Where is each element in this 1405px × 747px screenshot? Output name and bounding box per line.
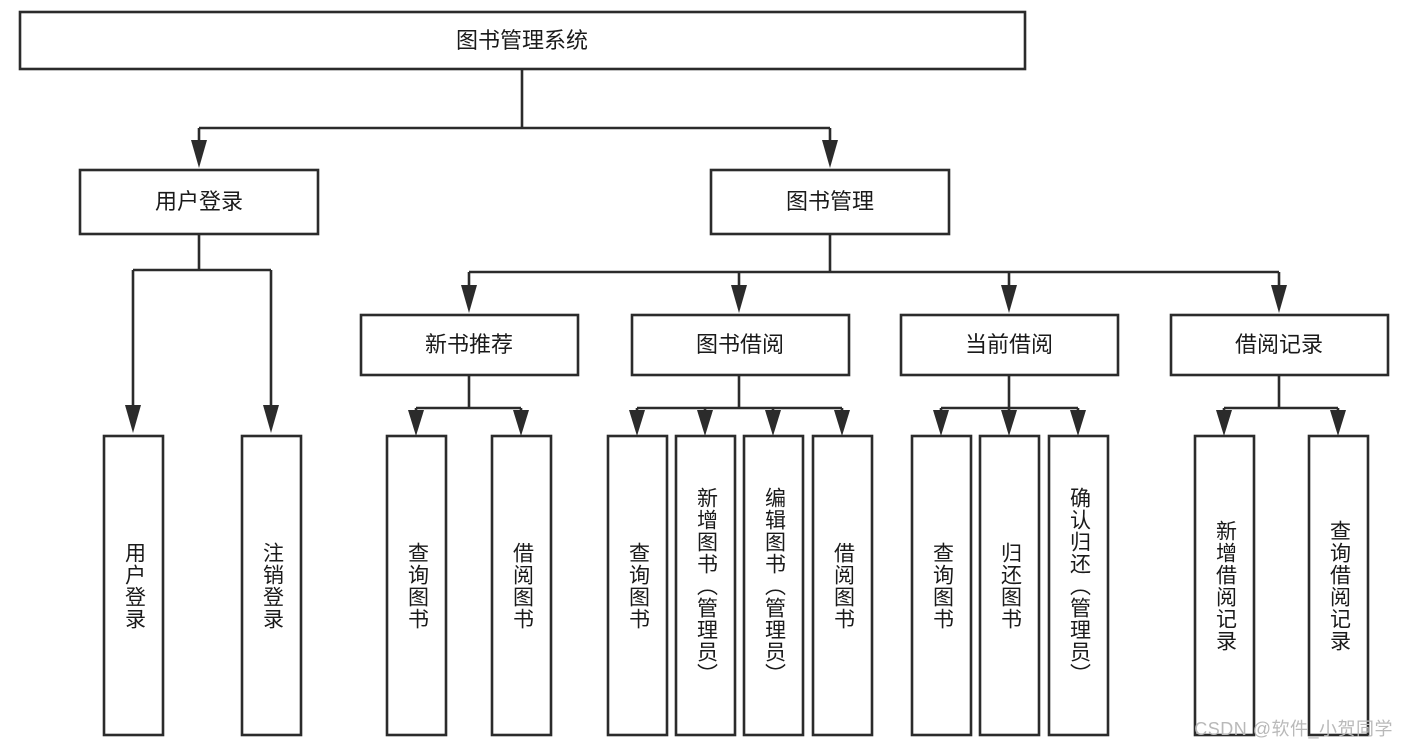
arrowhead-bb-edit — [765, 410, 781, 436]
leaf-rect-br-query-record[interactable] — [1307, 434, 1370, 737]
node-book-borrow-rect[interactable] — [630, 313, 851, 377]
leaf-rect-user-login[interactable] — [102, 434, 165, 737]
leaf-rect-bb-query-book[interactable] — [606, 434, 669, 737]
node-user-login-label: 用户登录 — [155, 189, 243, 214]
leaf-boxes-borrow-record — [1193, 434, 1370, 737]
leaf-rect-cb-confirm-return[interactable] — [1047, 434, 1110, 737]
node-book-borrow-label: 图书借阅 — [696, 332, 784, 357]
node-current-borrow[interactable]: 当前借阅 — [899, 313, 1120, 377]
leaf-rect-bb-borrow-book[interactable] — [811, 434, 874, 737]
leaf-rect-nb-borrow-book[interactable] — [490, 434, 553, 737]
watermark-text: CSDN @软件_小贺同学 — [1194, 719, 1393, 739]
node-borrow-record[interactable]: 借阅记录 — [1169, 313, 1390, 377]
node-borrow-record-rect[interactable] — [1169, 313, 1390, 377]
leaf-rect-logout[interactable] — [240, 434, 303, 737]
node-book-borrow[interactable]: 图书借阅 — [630, 313, 851, 377]
node-root[interactable]: 图书管理系统 — [18, 10, 1027, 71]
node-user-login-rect[interactable] — [78, 168, 320, 236]
node-user-login[interactable]: 用户登录 — [78, 168, 320, 236]
arrowhead-leaf-logout — [263, 405, 279, 433]
node-current-borrow-rect[interactable] — [899, 313, 1120, 377]
leaf-boxes-current-borrow — [910, 434, 1110, 737]
node-root-rect[interactable] — [18, 10, 1027, 71]
arrowhead-bookborrow — [731, 285, 747, 313]
node-book-management-label: 图书管理 — [786, 189, 874, 214]
arrowhead-nb-borrow — [513, 410, 529, 436]
arrowhead-bb-borrow — [834, 410, 850, 436]
arrowhead-br-query — [1330, 410, 1346, 436]
arrowhead-borrowrecord — [1271, 285, 1287, 313]
arrowhead-currentborrow — [1001, 285, 1017, 313]
arrowhead-br-add — [1216, 410, 1232, 436]
node-borrow-record-label: 借阅记录 — [1235, 332, 1323, 357]
arrowhead-user-login — [191, 140, 207, 168]
node-new-book-recommend-rect[interactable] — [359, 313, 580, 377]
arrowhead-bb-add — [697, 410, 713, 436]
node-new-book-recommend[interactable]: 新书推荐 — [359, 313, 580, 377]
node-book-management-rect[interactable] — [709, 168, 951, 236]
node-book-management[interactable]: 图书管理 — [709, 168, 951, 236]
leaf-rect-cb-query-book[interactable] — [910, 434, 973, 737]
leaf-rect-bb-edit-book[interactable] — [742, 434, 805, 737]
arrowhead-book-manage — [822, 140, 838, 168]
arrowhead-cb-query — [933, 410, 949, 436]
leaf-rect-nb-query-book[interactable] — [385, 434, 448, 737]
leaf-boxes-new-book — [385, 434, 553, 737]
leaf-boxes-book-borrow — [606, 434, 874, 737]
node-root-label: 图书管理系统 — [456, 28, 588, 53]
leaf-boxes-user-login — [102, 434, 303, 737]
node-current-borrow-label: 当前借阅 — [965, 332, 1053, 357]
leaf-rect-cb-return-book[interactable] — [978, 434, 1041, 737]
arrowhead-nb-query — [408, 410, 424, 436]
arrowhead-leaf-user-login — [125, 405, 141, 433]
arrowhead-newbook — [461, 285, 477, 313]
arrowhead-bb-query — [629, 410, 645, 436]
arrowhead-cb-confirm — [1070, 410, 1086, 436]
arrowhead-cb-return — [1001, 410, 1017, 436]
leaf-rect-br-add-record[interactable] — [1193, 434, 1256, 737]
connector-layer — [125, 70, 1346, 436]
node-new-book-recommend-label: 新书推荐 — [425, 332, 513, 357]
leaf-rect-bb-add-book[interactable] — [674, 434, 737, 737]
